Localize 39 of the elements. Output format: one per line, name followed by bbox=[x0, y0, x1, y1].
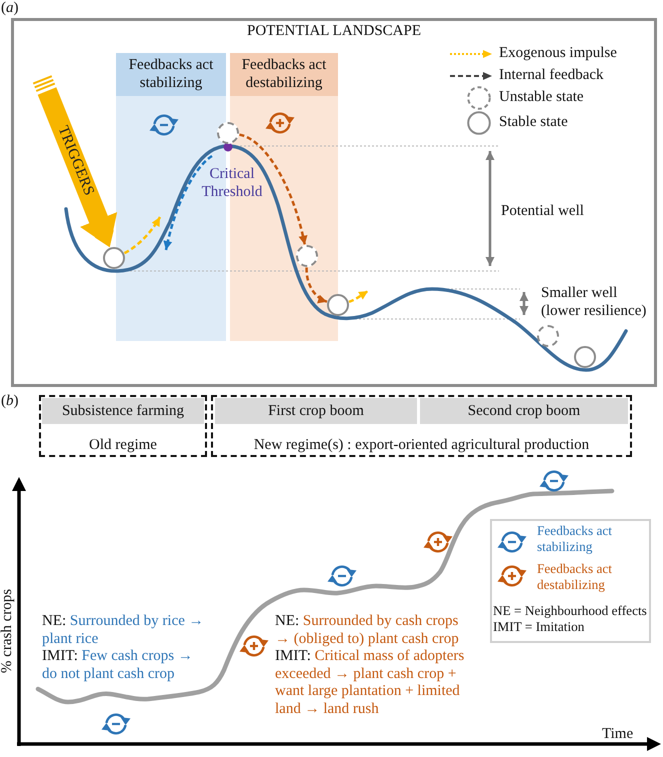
legend-text: Internal feedback bbox=[499, 67, 604, 85]
dimension-label: Smaller well (lower resilience) bbox=[541, 285, 648, 320]
regime-caption: New regime(s) : export-oriented agricultural production bbox=[254, 437, 590, 455]
annotation-text: IMIT: Critical mass of adopters exceeded → plant cash crop + want large plantation + limited land → land rush bbox=[275, 648, 466, 719]
panel-title: POTENTIAL LANDSCAPE bbox=[246, 23, 422, 41]
annotation-text: NE: Surrounded by rice → plant rice bbox=[42, 613, 205, 648]
legend-text: Exogenous impulse bbox=[499, 45, 617, 63]
legend-text: Feedbacks act stabilizing bbox=[537, 523, 613, 554]
legend-text: Feedbacks act destabilizing bbox=[537, 561, 613, 592]
dashed-arrow bbox=[239, 134, 308, 245]
dashed-arrow bbox=[348, 290, 369, 303]
dashed-arrow bbox=[124, 216, 162, 254]
band-header: Feedbacks act destabilizing bbox=[230, 53, 338, 96]
legend-text: Unstable state bbox=[499, 89, 584, 107]
stage-bar: Second crop boom bbox=[420, 398, 628, 424]
legend-text: Stable state bbox=[499, 114, 568, 132]
axis-label: % crash crops bbox=[0, 588, 16, 674]
panel-frame bbox=[11, 18, 657, 387]
annotation-text: NE: Surrounded by cash crops → (obliged to) plant cash crop bbox=[275, 613, 460, 648]
dashed-ball bbox=[537, 325, 559, 347]
legend-note: IMIT = Imitation bbox=[493, 619, 584, 635]
axis-label: Time bbox=[602, 726, 634, 744]
block-arrow bbox=[38, 87, 119, 248]
threshold-label: Critical Threshold bbox=[200, 166, 264, 202]
ball bbox=[574, 346, 596, 368]
dashed-ball bbox=[296, 245, 318, 267]
ball bbox=[103, 247, 125, 269]
panel-letter: (a) bbox=[1, 0, 18, 18]
dimension-label: Potential well bbox=[501, 203, 584, 221]
band-header: Feedbacks act stabilizing bbox=[116, 53, 226, 96]
legend-note: NE = Neighbourhood effects bbox=[493, 603, 647, 619]
stage-bar: First crop boom bbox=[215, 398, 417, 424]
panel-letter: (b) bbox=[1, 393, 18, 411]
dashed-arrow bbox=[305, 267, 328, 303]
annotation-text: IMIT: Few cash crops → do not plant cash crop bbox=[42, 648, 194, 684]
regime-box bbox=[39, 395, 207, 457]
regime-caption: Old regime bbox=[89, 437, 157, 455]
stage-bar: Subsistence farming bbox=[42, 398, 204, 424]
regime-box bbox=[211, 395, 632, 457]
